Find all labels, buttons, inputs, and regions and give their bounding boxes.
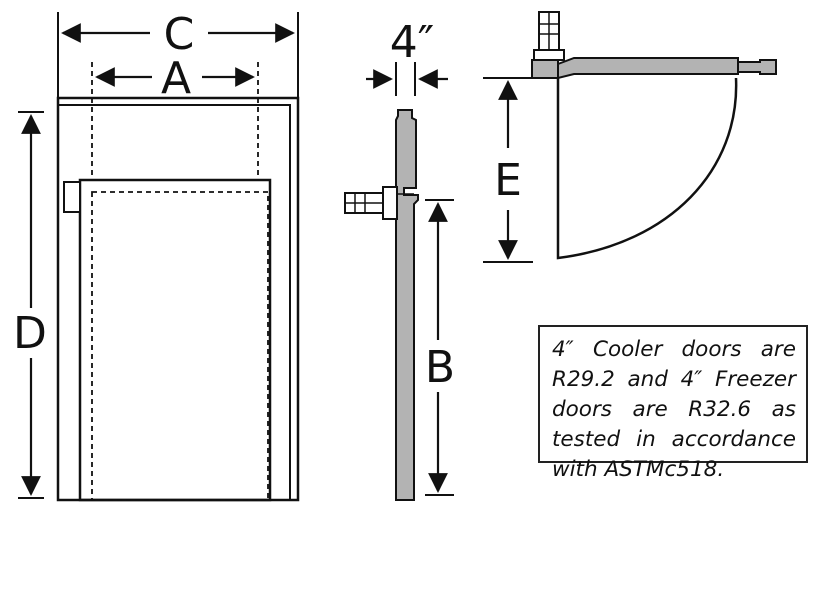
frame-right-section — [737, 59, 777, 75]
swing-arc — [556, 76, 738, 260]
label-thickness: 4″ — [390, 17, 434, 68]
door-opening-dashed — [91, 191, 269, 501]
door-panel-plan — [557, 57, 739, 80]
side-view: 4″ B — [344, 17, 455, 501]
front-view: C A D — [13, 9, 300, 502]
insulation-note: 4″ Cooler doors are R29.2 and 4″ Freezer… — [538, 325, 808, 482]
label-d: D — [13, 308, 47, 359]
frame-outer — [56, 96, 300, 502]
label-a: A — [161, 53, 191, 104]
label-e: E — [494, 155, 522, 206]
door-section — [395, 109, 419, 501]
label-c: C — [164, 9, 195, 60]
handle-icon — [344, 186, 398, 220]
door-hinge — [63, 181, 81, 213]
door-leaf — [78, 178, 272, 502]
top-view: E — [483, 11, 777, 263]
handle-plan-icon — [533, 11, 565, 61]
label-b: B — [425, 342, 455, 393]
